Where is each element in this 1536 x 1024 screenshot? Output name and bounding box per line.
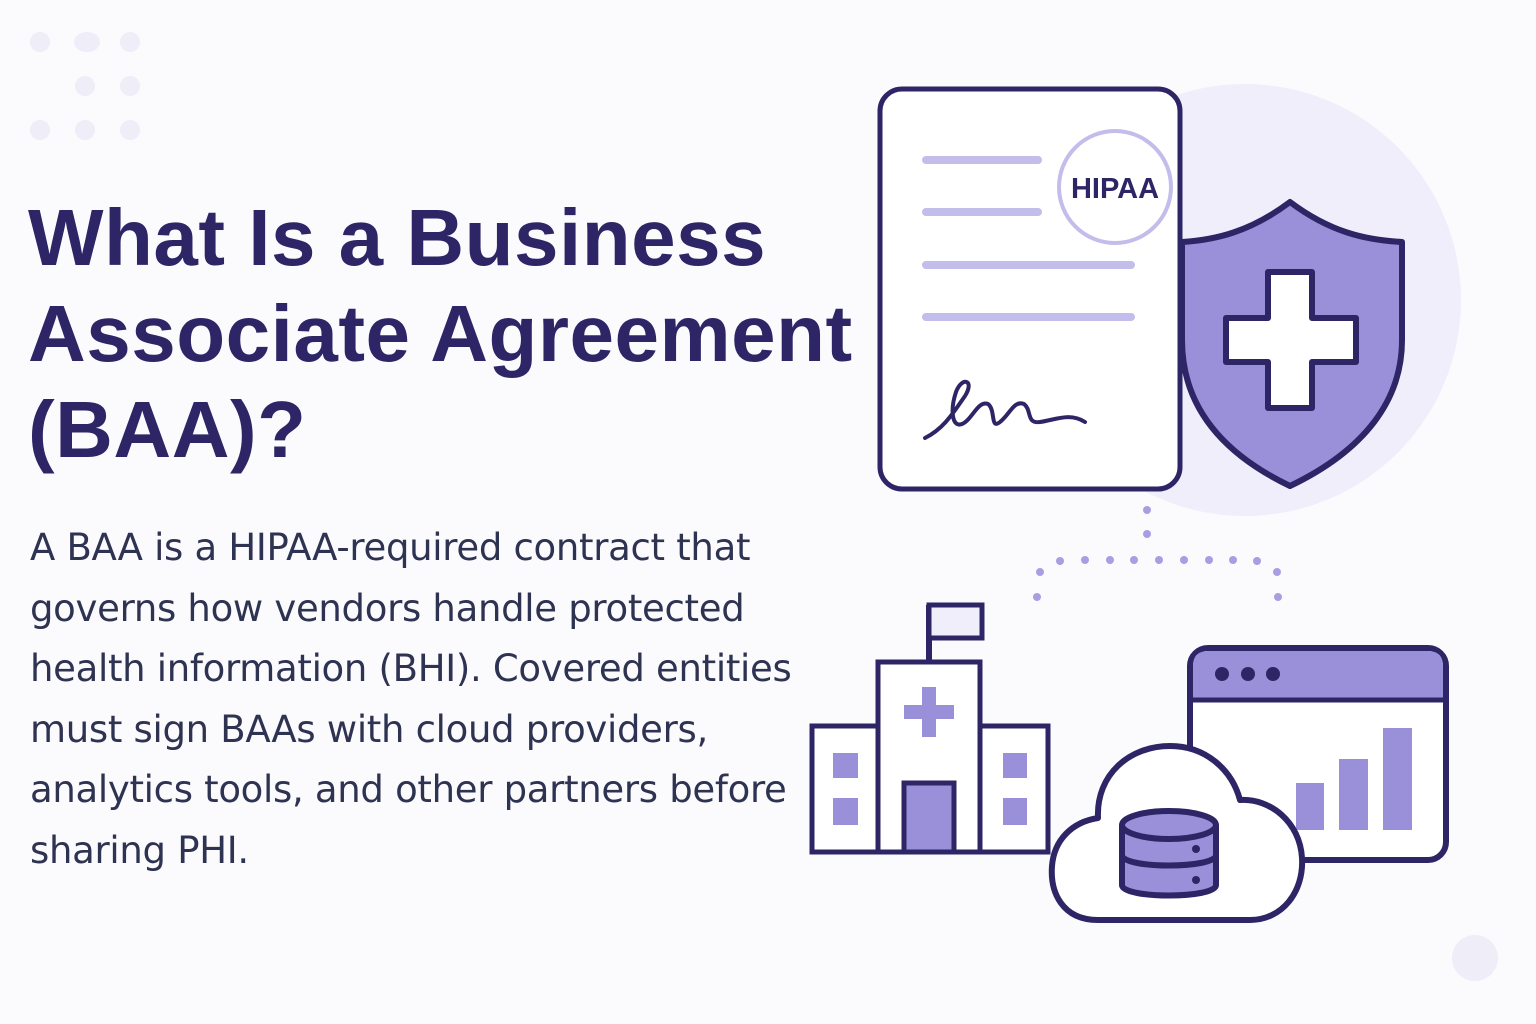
decorative-dot-grid [28,30,148,150]
database-icon [1119,808,1219,899]
dotted-connector [1033,506,1282,601]
title-line: Associate Agreement [28,289,853,378]
description-line: health information (BHI). Covered entiti… [30,647,792,690]
description-line: analytics tools, and other partners befo… [30,768,787,811]
description-line: governs how vendors handle protected [30,586,745,630]
page-title: What Is a Business Associate Agreement (… [28,190,888,478]
title-line: (BAA)? [28,385,307,474]
description-paragraph: A BAA is a HIPAA-required contract that … [30,518,820,881]
decorative-circle [1452,935,1498,981]
title-line: What Is a Business [28,193,767,282]
description-line: sharing PHI. [30,828,249,872]
medical-shield-icon [1179,199,1405,489]
cloud-database-icon [1048,743,1306,923]
hipaa-stamp [1057,129,1173,245]
description-line: A BAA is a HIPAA-required contract that [30,526,751,569]
hipaa-stamp-text: HIPAA [1071,173,1159,205]
hospital-icon [809,602,1051,855]
description-line: must sign BAAs with cloud providers, [30,707,708,751]
signature-icon [923,380,1087,440]
contract-document-icon: HIPAA [877,86,1183,492]
